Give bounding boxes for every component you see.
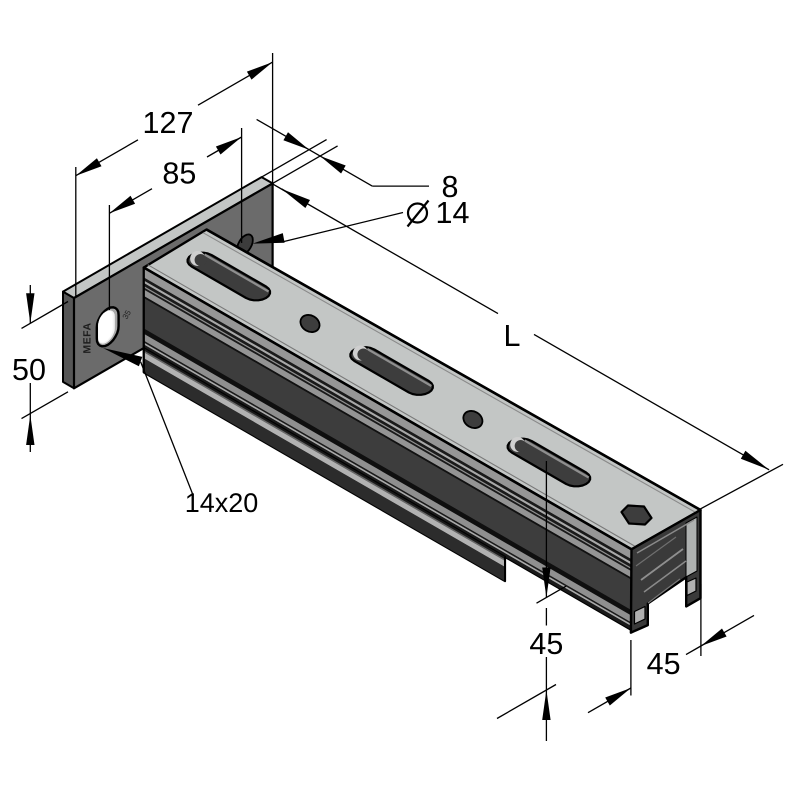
svg-text:8: 8 — [442, 170, 459, 204]
svg-text:L: L — [504, 319, 521, 353]
svg-text:45: 45 — [529, 627, 563, 661]
svg-text:50: 50 — [12, 353, 46, 387]
svg-text:14x20: 14x20 — [185, 488, 259, 518]
svg-text:45: 45 — [647, 647, 681, 681]
svg-text:14: 14 — [436, 196, 470, 230]
svg-text:127: 127 — [143, 106, 194, 140]
svg-text:85: 85 — [162, 157, 196, 191]
svg-text:MEFA: MEFA — [82, 322, 94, 353]
